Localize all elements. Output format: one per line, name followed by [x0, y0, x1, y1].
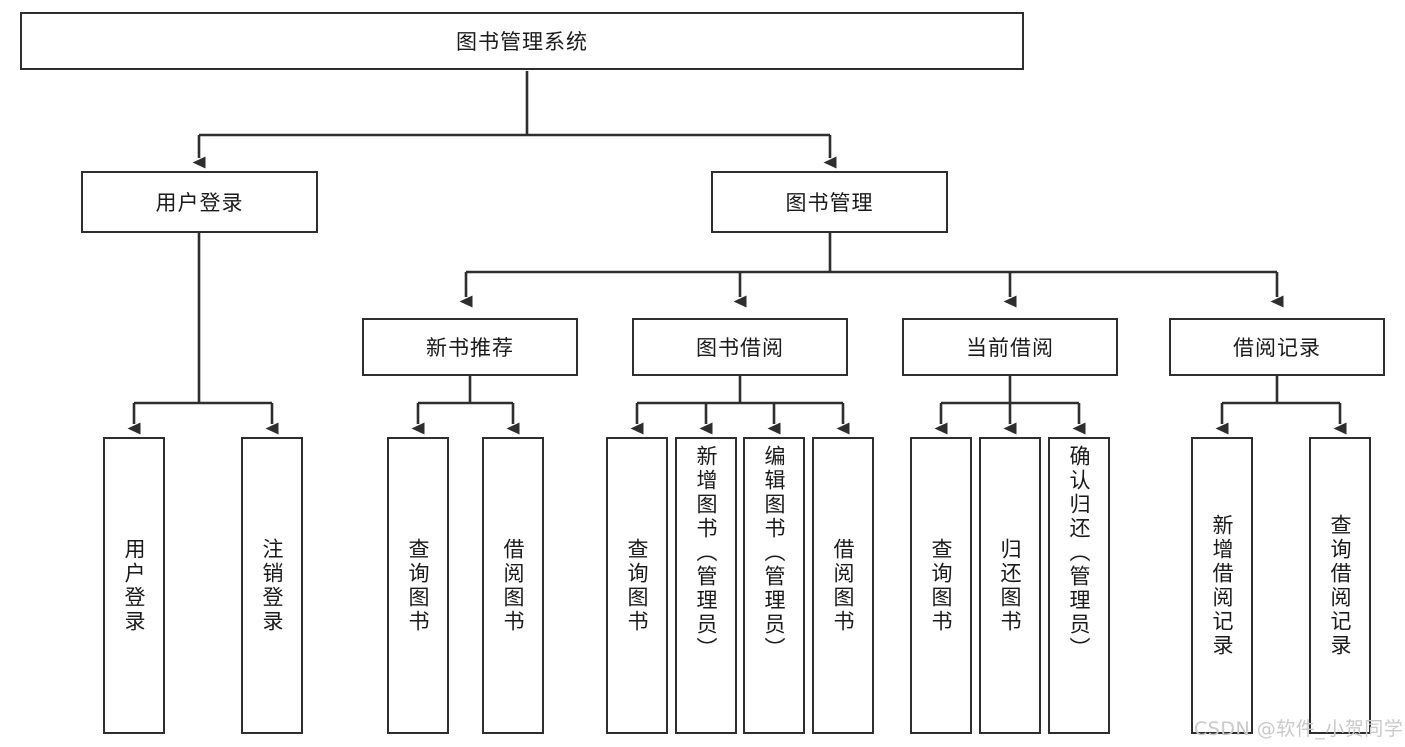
node-leaf-confirm-return[interactable]: 确认归还（管理员） — [1048, 437, 1110, 734]
node-leaf-logout-login[interactable]: 注销登录 — [241, 437, 303, 734]
node-leaf-edit-book[interactable]: 编辑图书（管理员） — [743, 437, 805, 734]
node-leaf-borrow-book-a[interactable]: 借阅图书 — [482, 437, 544, 734]
node-leaf-query-book-a[interactable]: 查询图书 — [387, 437, 449, 734]
node-leaf-add-book[interactable]: 新增图书（管理员） — [675, 437, 737, 734]
node-current-borrow[interactable]: 当前借阅 — [902, 318, 1118, 376]
node-leaf-return-book[interactable]: 归还图书 — [979, 437, 1041, 734]
node-book-borrow[interactable]: 图书借阅 — [632, 318, 848, 376]
node-leaf-query-book-c[interactable]: 查询图书 — [910, 437, 972, 734]
node-borrow-record[interactable]: 借阅记录 — [1169, 318, 1385, 376]
node-leaf-user-login[interactable]: 用户登录 — [103, 437, 165, 734]
watermark-text: CSDN @软件_小贺同学 — [1194, 718, 1404, 740]
node-new-book-recommend[interactable]: 新书推荐 — [362, 318, 578, 376]
node-book-management[interactable]: 图书管理 — [711, 171, 948, 233]
node-root[interactable]: 图书管理系统 — [20, 12, 1024, 70]
node-leaf-borrow-book-b[interactable]: 借阅图书 — [812, 437, 874, 734]
node-leaf-query-record[interactable]: 查询借阅记录 — [1309, 437, 1371, 734]
node-leaf-query-book-b[interactable]: 查询图书 — [606, 437, 668, 734]
node-user-login[interactable]: 用户登录 — [81, 171, 318, 233]
node-leaf-add-record[interactable]: 新增借阅记录 — [1191, 437, 1253, 734]
